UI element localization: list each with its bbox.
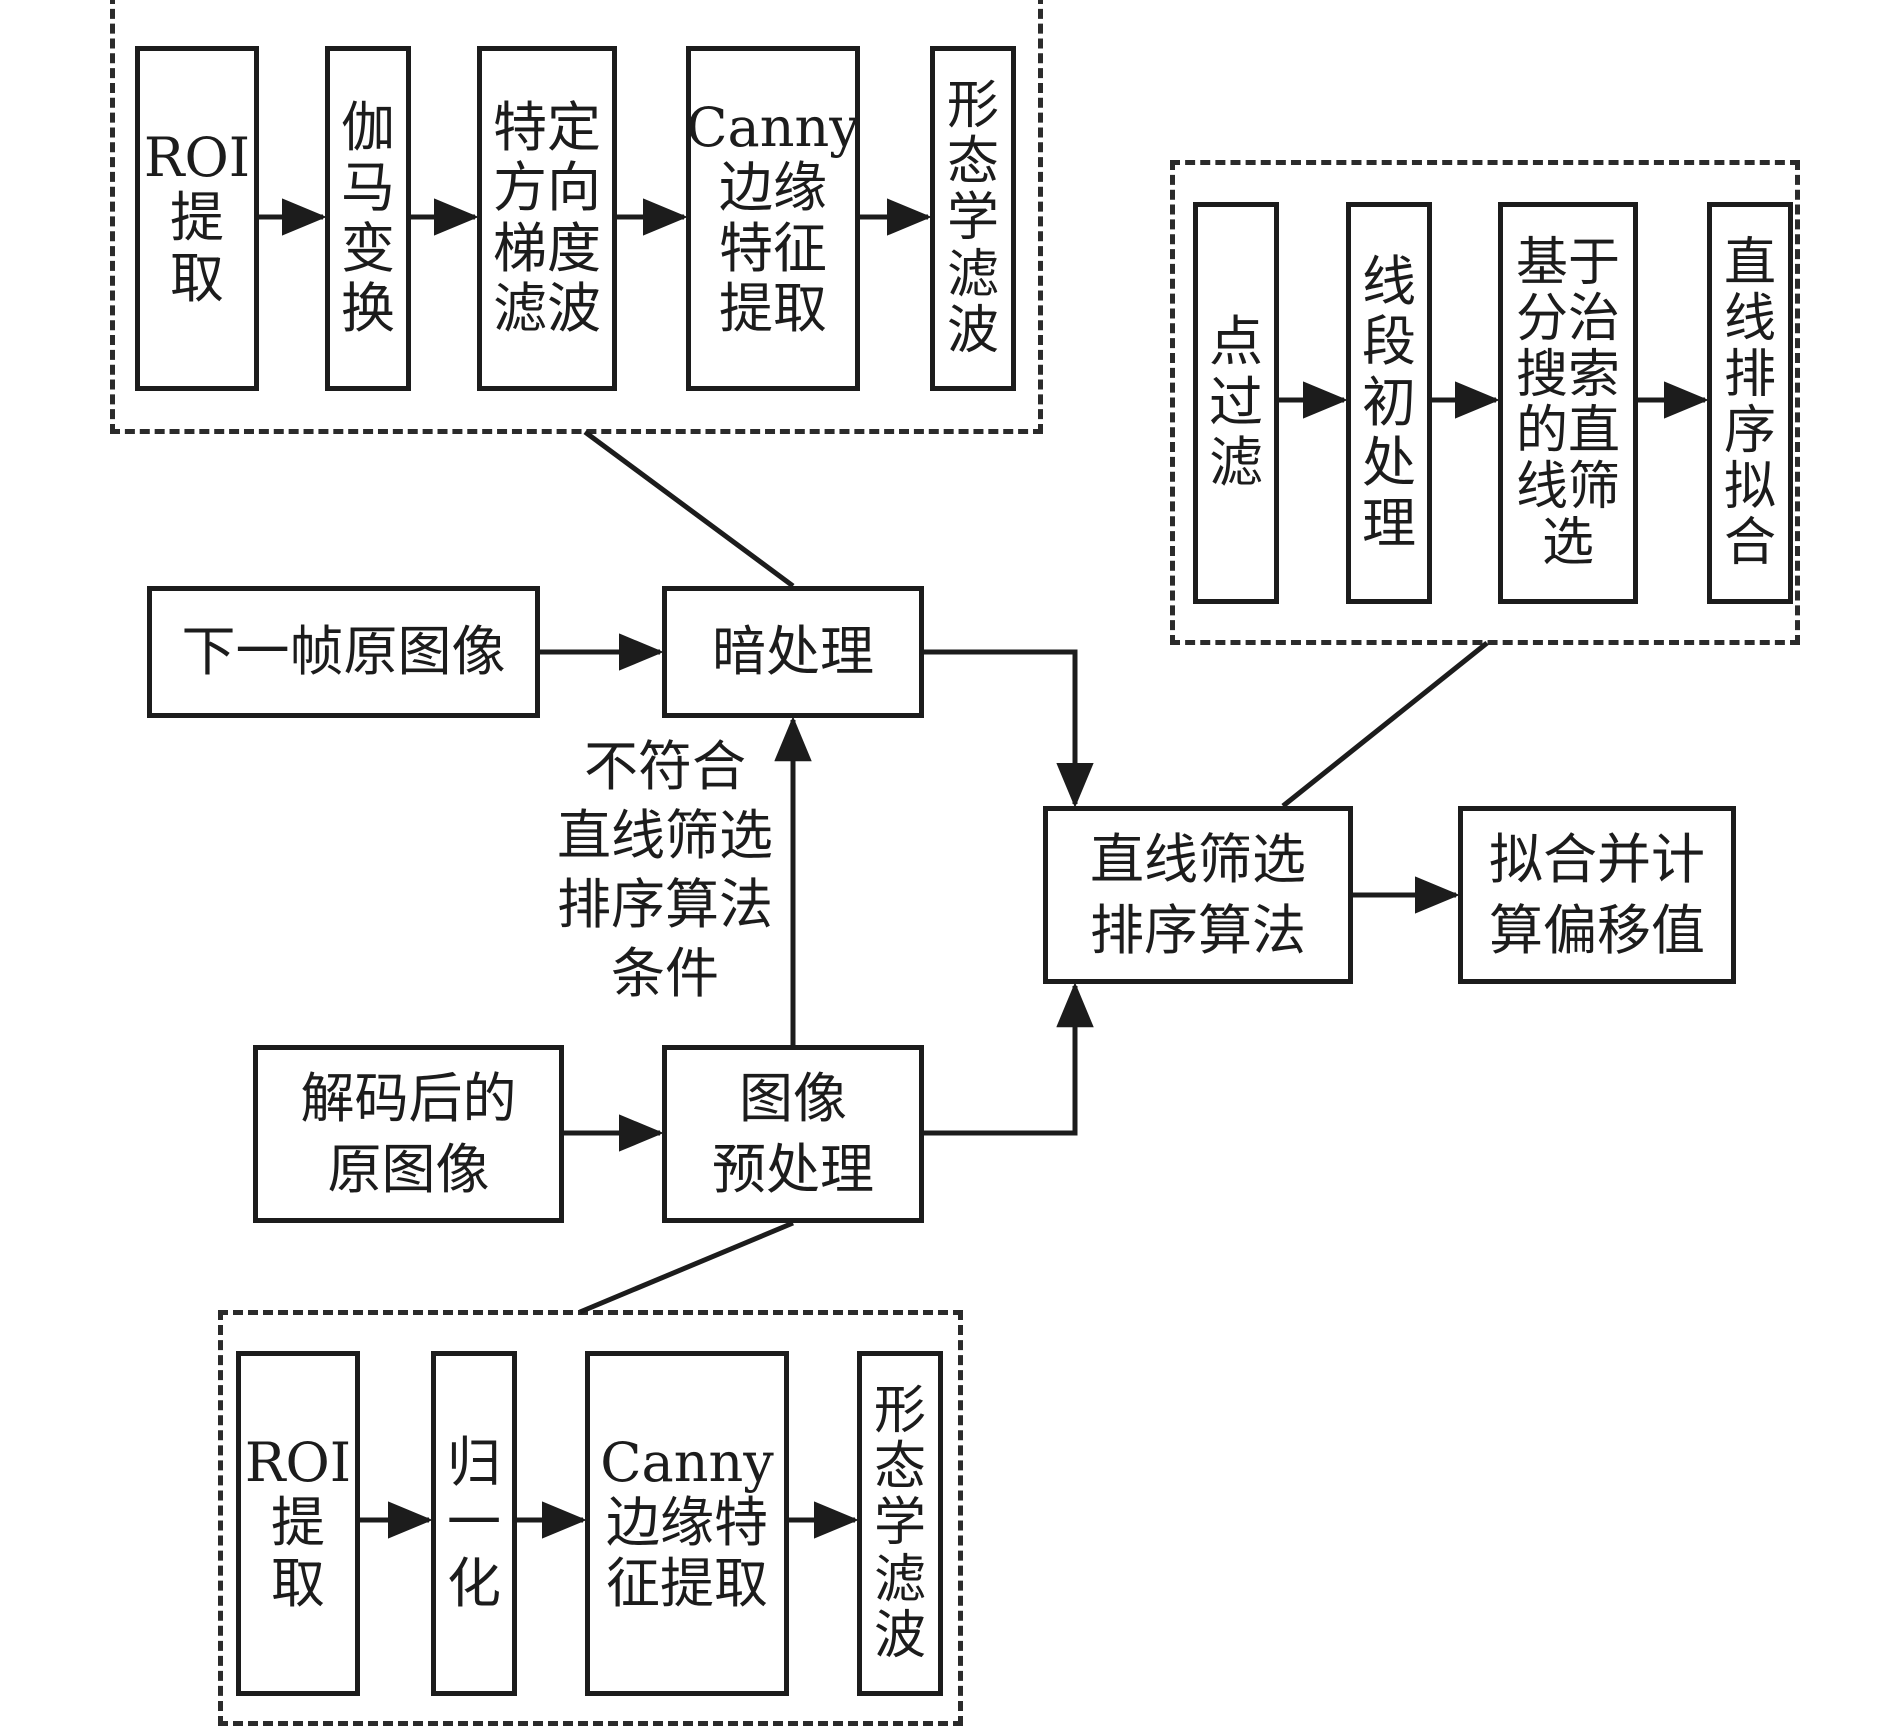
top-step-directional-gradient-filter: 特定 方向 梯度 滤波 (477, 46, 617, 391)
condition-label-text: 不符合 直线筛选 排序算法 条件 (557, 735, 773, 1006)
right-step-divide-conquer-line-filter: 基于 分治 搜索 的直 线筛 选 (1498, 202, 1638, 604)
condition-label: 不符合 直线筛选 排序算法 条件 (535, 732, 795, 1012)
bottom-step-morphological-filter: 形 态 学 滤 波 (857, 1351, 943, 1696)
top-step-roi-extract-label: ROI 提 取 (143, 125, 251, 310)
link-preprocess-to-bottom-group (579, 1220, 794, 1315)
fit-offset-node: 拟合并计 算偏移值 (1458, 806, 1736, 984)
dark-processing-node: 暗处理 (662, 586, 924, 718)
image-preprocess-label: 图像 预处理 (712, 1066, 874, 1201)
top-step-canny-edge-label: Canny 边缘 特征 提取 (686, 95, 860, 340)
bottom-step-normalize-label: 归 一 化 (447, 1430, 501, 1615)
top-process-group (110, 0, 1043, 434)
right-step-divide-conquer-line-filter-label: 基于 分治 搜索 的直 线筛 选 (1515, 232, 1620, 574)
bottom-step-canny-edge: Canny 边缘特 征提取 (585, 1351, 789, 1696)
right-step-line-sort-fit-label: 直 线 排 序 拟 合 (1723, 232, 1776, 574)
line-filter-sort-node: 直线筛选 排序算法 (1043, 806, 1353, 984)
bottom-step-morphological-filter-label: 形 态 学 滤 波 (873, 1381, 926, 1666)
top-step-morphological-filter-label: 形 态 学 滤 波 (946, 76, 999, 361)
top-step-canny-edge: Canny 边缘 特征 提取 (686, 46, 860, 391)
top-step-morphological-filter: 形 态 学 滤 波 (930, 46, 1016, 391)
link-top-group-to-dark (583, 429, 795, 589)
bottom-step-roi-extract-label: ROI 提 取 (244, 1430, 352, 1615)
top-step-gamma-transform: 伽 马 变 换 (325, 46, 411, 391)
right-step-point-filter-label: 点 过 滤 (1209, 310, 1263, 495)
fit-offset-label: 拟合并计 算偏移值 (1489, 827, 1705, 962)
top-step-gamma-transform-label: 伽 马 变 换 (341, 95, 395, 340)
link-right-group-to-filter (1281, 641, 1489, 808)
top-step-roi-extract: ROI 提 取 (135, 46, 259, 391)
right-step-point-filter: 点 过 滤 (1193, 202, 1279, 604)
decoded-image-node: 解码后的 原图像 (253, 1045, 564, 1223)
dark-processing-label: 暗处理 (712, 620, 874, 684)
bottom-step-normalize: 归 一 化 (431, 1351, 517, 1696)
right-step-line-sort-fit: 直 线 排 序 拟 合 (1707, 202, 1793, 604)
bottom-step-roi-extract: ROI 提 取 (236, 1351, 360, 1696)
arrow-dark-to-filter (924, 649, 1094, 808)
right-step-segment-preprocess-label: 线 段 初 处 理 (1362, 249, 1416, 555)
next-frame-image-node: 下一帧原图像 (147, 586, 540, 718)
image-preprocess-node: 图像 预处理 (662, 1045, 924, 1223)
next-frame-image-label: 下一帧原图像 (181, 620, 506, 684)
bottom-step-canny-edge-label: Canny 边缘特 征提取 (600, 1430, 774, 1615)
top-step-directional-gradient-filter-label: 特定 方向 梯度 滤波 (493, 95, 601, 340)
line-filter-sort-label: 直线筛选 排序算法 (1090, 827, 1306, 962)
right-step-segment-preprocess: 线 段 初 处 理 (1346, 202, 1432, 604)
decoded-image-label: 解码后的 原图像 (300, 1066, 517, 1201)
arrow-preprocess-to-filter (924, 982, 1094, 1136)
